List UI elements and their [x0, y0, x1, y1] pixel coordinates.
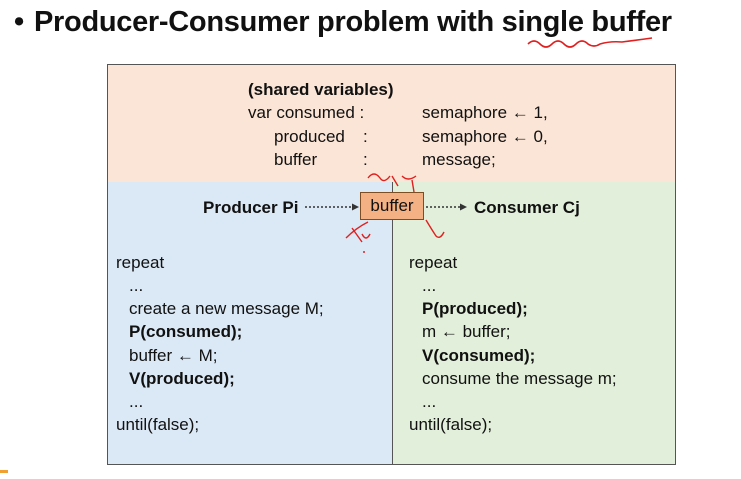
- consumer-line: V(consumed);: [422, 346, 536, 365]
- consumer-line: until(false);: [409, 415, 493, 434]
- slide-title: • Producer-Consumer problem with single b…: [14, 6, 672, 42]
- producer-line: P(consumed);: [129, 322, 243, 341]
- shared-row-buffer-type: message;: [422, 150, 496, 169]
- producer-consumer-diagram: [107, 64, 676, 465]
- consumer-line: consume the message m;: [422, 369, 617, 388]
- producer-line: until(false);: [116, 415, 200, 434]
- producer-line: create a new message M;: [129, 299, 324, 318]
- shared-row-buffer-name: buffer: [274, 150, 318, 169]
- consumer-line: repeat: [409, 253, 458, 272]
- shared-row-produced-colon: :: [363, 127, 368, 146]
- producer-label: Producer Pi: [203, 198, 299, 217]
- buffer-note-scribble: [367, 173, 417, 193]
- consumer-line: P(produced);: [422, 299, 528, 318]
- producer-line: ...: [129, 276, 144, 295]
- shared-row-consumed-type: semaphore ← 1,: [422, 103, 548, 122]
- producer-panel: [108, 182, 393, 464]
- shared-row-consumed-name: var consumed :: [248, 103, 365, 122]
- shared-heading: (shared variables): [248, 80, 394, 99]
- consumer-panel: [393, 182, 675, 464]
- consumer-arrow-head: [460, 203, 467, 211]
- consumer-line: ...: [422, 276, 437, 295]
- consumer-line: ...: [422, 392, 437, 411]
- producer-side-scribble: [345, 221, 371, 243]
- consumer-label: Consumer Cj: [474, 198, 580, 217]
- producer-line: ...: [129, 392, 144, 411]
- shared-variables-panel: [108, 65, 675, 183]
- producer-line: repeat: [116, 253, 165, 272]
- producer-arrow-head: [352, 203, 359, 211]
- shared-row-buffer-colon: :: [363, 150, 368, 169]
- bullet-icon: •: [14, 6, 24, 38]
- slide-accent-mark: [0, 470, 8, 473]
- buffer-box: buffer: [360, 192, 424, 220]
- consumer-line: m ← buffer;: [422, 322, 511, 341]
- red-dot: [363, 251, 365, 253]
- producer-line: V(produced);: [129, 369, 235, 388]
- title-underline-scribble: [527, 37, 653, 48]
- consumer-side-scribble: [425, 219, 445, 239]
- title-text: Producer-Consumer problem with single bu…: [34, 6, 672, 38]
- producer-line: buffer ← M;: [129, 346, 218, 365]
- shared-row-produced-name: produced: [274, 127, 345, 146]
- shared-row-produced-type: semaphore ← 0,: [422, 127, 548, 146]
